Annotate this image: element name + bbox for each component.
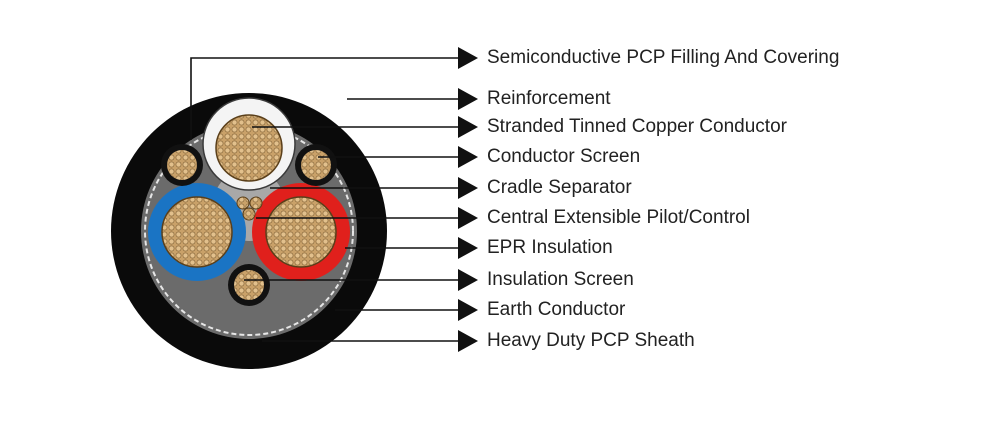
arrowheads: [458, 47, 478, 352]
pilot-core-2: [249, 196, 263, 210]
label-conductor-screen: Conductor Screen: [487, 146, 641, 167]
white-core-conductor: [215, 114, 283, 182]
label-insulation-screen: Insulation Screen: [487, 269, 634, 290]
label-cradle-separator: Cradle Separator: [487, 177, 632, 198]
label-epr-insulation: EPR Insulation: [487, 237, 613, 258]
earth-conductor-bottom-copper: [234, 270, 264, 300]
arrow-8: [458, 269, 478, 291]
arrow-7: [458, 237, 478, 259]
arrow-9: [458, 299, 478, 321]
label-copper-conductor: Stranded Tinned Copper Conductor: [487, 116, 787, 137]
arrow-10: [458, 330, 478, 352]
label-semiconductive-filling: Semiconductive PCP Filling And Covering: [487, 47, 840, 68]
arrow-3: [458, 116, 478, 138]
pilot-core-3: [242, 207, 256, 221]
arrow-2: [458, 88, 478, 110]
label-reinforcement: Reinforcement: [487, 88, 611, 109]
earth-conductor-right-copper: [301, 150, 331, 180]
red-core-conductor: [265, 196, 337, 268]
leader-filling: [190, 57, 462, 140]
arrow-6: [458, 207, 478, 229]
pilot-core-1: [236, 196, 250, 210]
leader-lines: [190, 57, 462, 342]
arrow-1: [458, 47, 478, 69]
arrow-4: [458, 146, 478, 168]
label-earth-conductor: Earth Conductor: [487, 299, 626, 320]
arrow-5: [458, 177, 478, 199]
label-pilot-control: Central Extensible Pilot/Control: [487, 207, 750, 228]
label-pcp-sheath: Heavy Duty PCP Sheath: [487, 330, 695, 351]
earth-conductor-left-copper: [167, 150, 197, 180]
blue-core-conductor: [161, 196, 233, 268]
